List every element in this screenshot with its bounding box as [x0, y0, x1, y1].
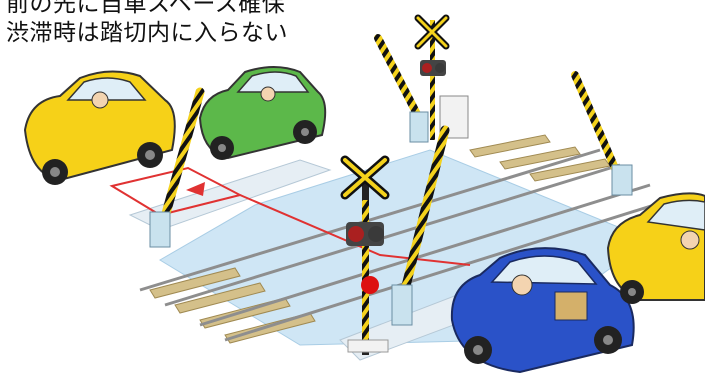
crossing-gate-icon	[155, 34, 624, 315]
signal-cabinet	[439, 95, 469, 139]
caption-line-2: 渋滞時は踏切内に入らない	[6, 20, 288, 46]
car-icon	[23, 70, 176, 185]
rails	[139, 148, 671, 342]
driver-icon	[91, 91, 109, 109]
railroad-crossing-signal-icon	[340, 155, 390, 355]
green-car	[198, 66, 327, 160]
rail-sleepers	[149, 134, 611, 344]
stop-line-arrow-icon	[186, 182, 205, 196]
blue-car	[450, 247, 635, 374]
right-yellow-car	[606, 192, 705, 304]
caption-line-1: 前の先に自車スペース確保	[6, 0, 286, 17]
stop-line	[109, 166, 471, 266]
gate-bases	[149, 111, 633, 326]
far-crossing-signal	[414, 14, 450, 140]
